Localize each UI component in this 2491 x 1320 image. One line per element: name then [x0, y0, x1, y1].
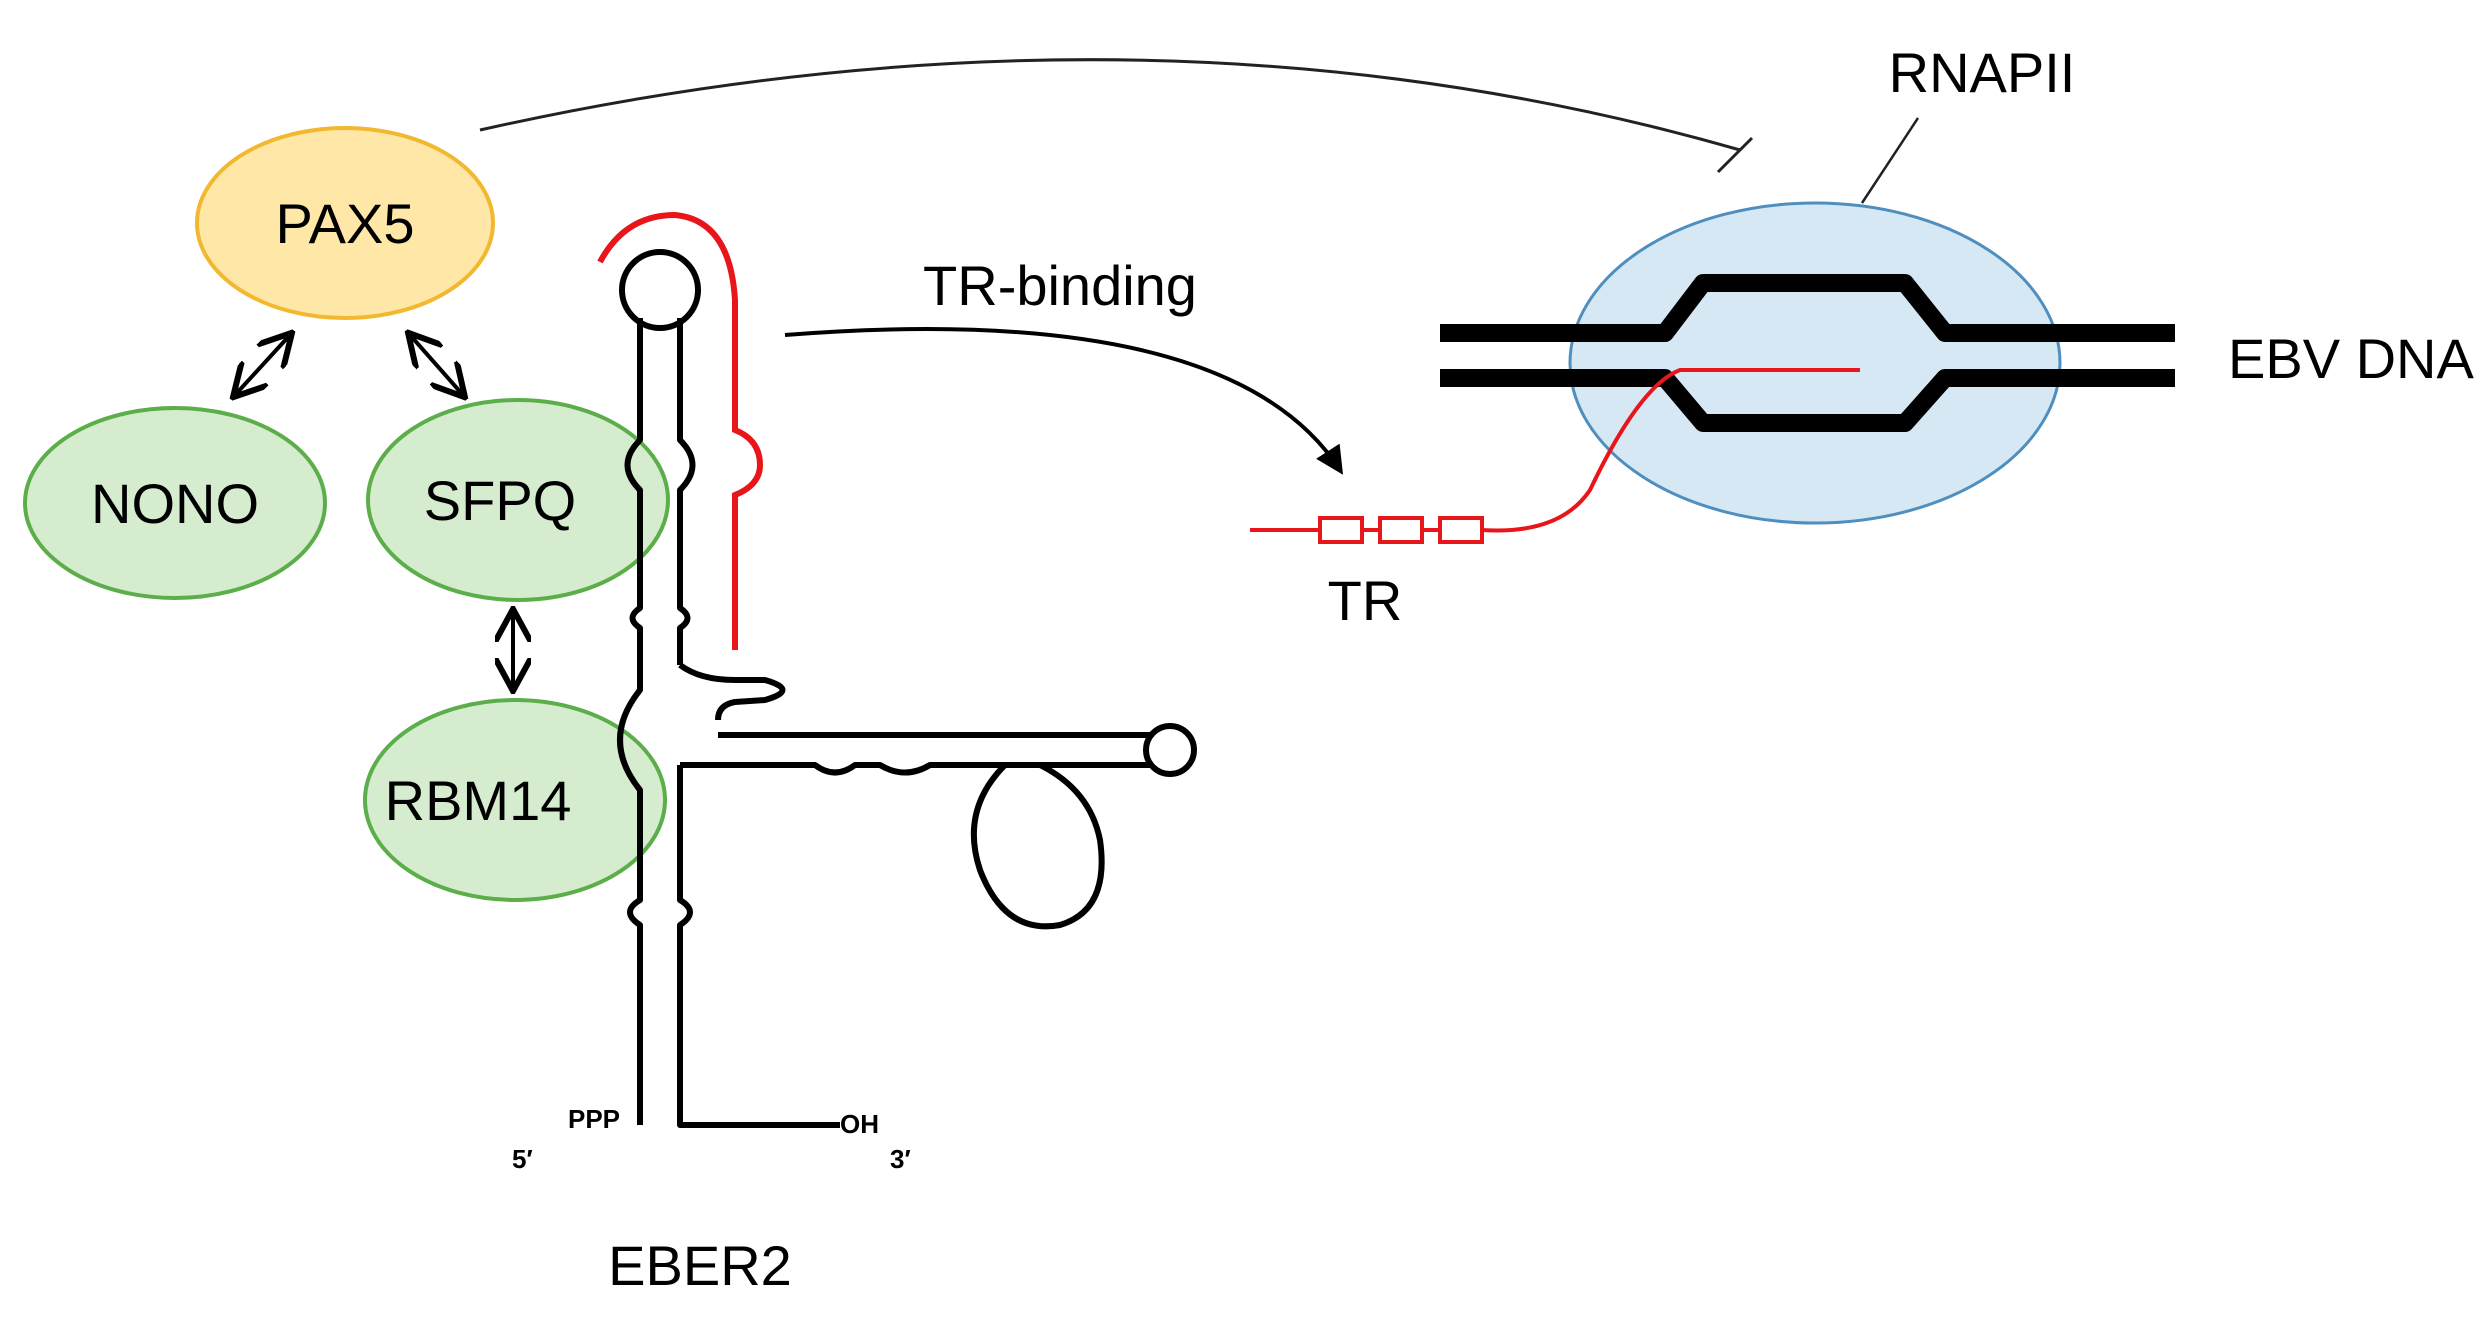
- ppp-label: PPP: [568, 1104, 620, 1134]
- pax5-inhibition-line: [479, 58, 1741, 152]
- rnapii-complex: [1568, 201, 2062, 525]
- five-prime-label: 5′: [512, 1144, 533, 1174]
- three-prime-label: 3′: [890, 1144, 911, 1174]
- tr-binding-arrow: [784, 327, 1344, 475]
- rbm14-label: RBM14: [385, 769, 572, 832]
- pax5-label: PAX5: [275, 192, 414, 255]
- tr-element: [1250, 516, 1484, 544]
- pax5-node: [195, 126, 495, 320]
- ebv-dna: [1440, 274, 2175, 432]
- rbm14-node: [363, 698, 667, 902]
- sfpq-label: SFPQ: [424, 469, 576, 532]
- tr-label: TR: [1328, 569, 1403, 632]
- tr-binding-label: TR-binding: [923, 254, 1197, 317]
- ebv-dna-label: EBV DNA: [2228, 327, 2474, 390]
- nascent-rna: [1481, 368, 1860, 533]
- sfpq-node: [366, 398, 670, 602]
- nono-label: NONO: [91, 472, 259, 535]
- oh-label: OH: [840, 1109, 879, 1139]
- rnapii-label: RNAPII: [1889, 41, 2076, 104]
- eber2-label: EBER2: [608, 1234, 792, 1297]
- eber2-tr-binding-region: [597, 211, 764, 650]
- inhibition-bar: [1716, 136, 1754, 174]
- nono-node: [23, 406, 327, 600]
- pax5-nono-arrow: [235, 335, 290, 395]
- rnapii-pointer: [1860, 117, 1920, 204]
- pax5-sfpq-arrow: [410, 335, 463, 395]
- eber2-structure: [617, 249, 1197, 1128]
